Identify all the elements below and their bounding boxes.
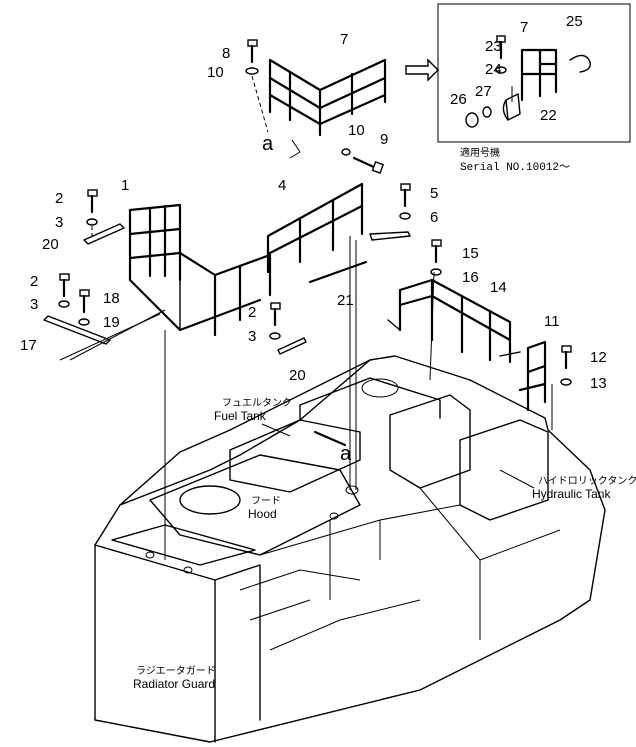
callout-20-b: 20 (289, 367, 306, 384)
callout-16: 16 (462, 269, 479, 286)
callout-10-top: 10 (207, 64, 224, 81)
fastener-5-6 (369, 183, 411, 241)
arrow-icon (405, 58, 439, 82)
callout-24: 24 (485, 61, 502, 78)
callout-27: 27 (475, 83, 492, 100)
handrail-7 (268, 58, 387, 137)
callout-4: 4 (278, 177, 286, 194)
callout-5: 5 (430, 185, 438, 202)
callout-3-c: 3 (248, 328, 256, 345)
callout-26: 26 (450, 91, 467, 108)
callout-18: 18 (103, 290, 120, 307)
callout-23: 23 (485, 38, 502, 55)
handrail-4 (266, 182, 364, 274)
fastener-group-left-2 (43, 273, 161, 361)
part-name-labels: フュエルタンク Fuel Tank フード Hood ハイドロリックタンク Hy… (133, 397, 636, 691)
callout-11: 11 (544, 313, 560, 330)
fastener-12-13 (560, 345, 572, 386)
callout-12: 12 (590, 349, 607, 366)
callout-22: 22 (540, 107, 557, 124)
fuel-tank-label-jp: フュエルタンク (222, 397, 292, 409)
fastener-15-16 (430, 239, 442, 276)
hood-label-en: Hood (248, 507, 277, 521)
callout-2-b: 2 (30, 273, 38, 290)
handrail-11 (518, 340, 547, 412)
callout-a-body: a (340, 443, 352, 465)
handrail-1 (128, 203, 272, 337)
serial-label-en: Serial NO.10012～ (460, 162, 570, 174)
callout-3-b: 3 (30, 296, 38, 313)
callout-8: 8 (222, 45, 230, 62)
callout-20-a: 20 (42, 236, 59, 253)
callout-9: 9 (380, 131, 388, 148)
callout-6: 6 (430, 209, 438, 226)
radiator-guard-label-jp: ラジエータガード (136, 665, 216, 677)
fastener-group-left-1 (83, 189, 125, 245)
handrail-14 (387, 278, 521, 364)
callout-7: 7 (340, 31, 348, 48)
callout-2-c: 2 (248, 304, 256, 321)
callout-25: 25 (566, 13, 583, 30)
callout-13: 13 (590, 375, 607, 392)
callout-7-inset: 7 (520, 19, 528, 36)
hood-label-jp: フード (251, 496, 281, 507)
callout-15: 15 (462, 245, 479, 262)
machine-body (94, 355, 606, 743)
callout-a-top: a (262, 133, 274, 155)
fastener-group-mid (269, 302, 307, 355)
bolt-9 (289, 139, 385, 174)
guide-lines (69, 236, 553, 560)
serial-label-jp: 適用号機 (460, 146, 500, 159)
callout-2-a: 2 (55, 190, 63, 207)
hydraulic-tank-label-jp: ハイドロリックタンク (538, 475, 636, 487)
plate-21 (308, 260, 368, 284)
hydraulic-tank-label-en: Hydraulic Tank (532, 487, 611, 501)
callout-10-bottom: 10 (348, 122, 365, 139)
callout-21: 21 (337, 292, 354, 309)
fuel-tank-label-en: Fuel Tank (214, 409, 267, 423)
radiator-guard-label-en: Radiator Guard (133, 677, 215, 691)
callout-17: 17 (20, 337, 37, 354)
callout-14: 14 (490, 279, 507, 296)
callout-1: 1 (121, 177, 129, 194)
callout-3-a: 3 (55, 214, 63, 231)
bolt-8 (245, 39, 269, 133)
inset-detail (405, 3, 631, 143)
callout-19: 19 (103, 314, 120, 331)
callout-labels: 8 10 7 10 9 a 23 24 27 26 22 7 25 適用号機 S… (20, 13, 607, 465)
